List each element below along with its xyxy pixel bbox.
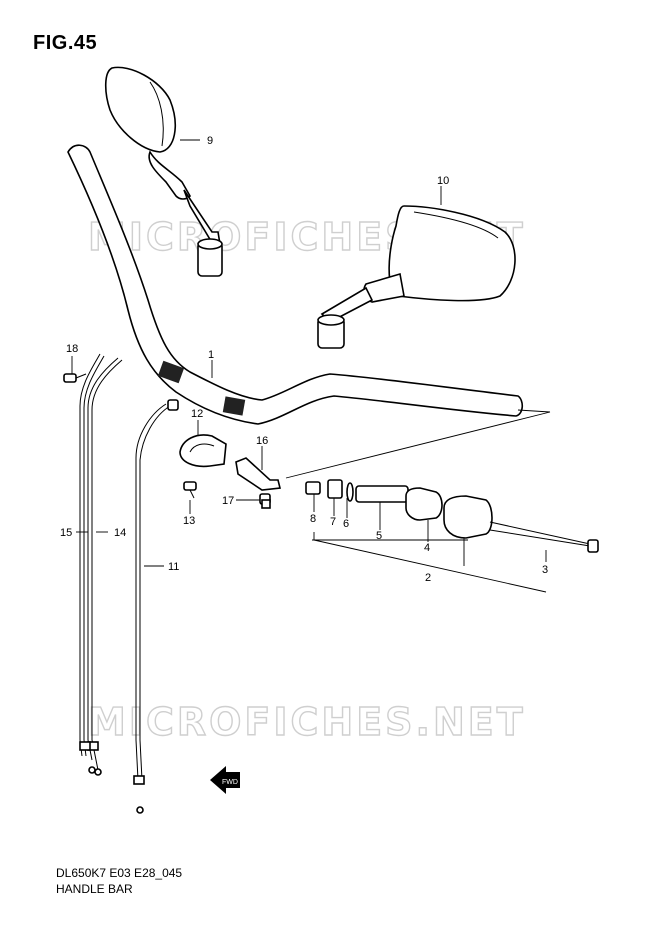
- callout-13: 13: [183, 515, 195, 527]
- part-16-bracket: [235, 457, 281, 491]
- callout-15: 15: [60, 527, 72, 539]
- callout-14: 14: [114, 527, 126, 539]
- part-9-left-mirror: [104, 66, 223, 277]
- callout-10: 10: [437, 175, 449, 187]
- part-5-weight: [355, 485, 409, 503]
- part-17-bolt: [259, 493, 271, 509]
- fwd-arrow-icon: FWD: [210, 766, 240, 794]
- part-4-weight: [405, 487, 443, 521]
- callout-17: 17: [222, 495, 234, 507]
- part-13-screw: [183, 481, 197, 499]
- callout-6: 6: [343, 518, 349, 530]
- handle-bar-grip-bands: [157, 360, 246, 416]
- part-12-clamp: [179, 434, 227, 468]
- callout-7: 7: [330, 516, 336, 528]
- part-1-handle-bar: [67, 144, 524, 425]
- callout-9: 9: [207, 135, 213, 147]
- callout-1: 1: [208, 349, 214, 361]
- callout-16: 16: [256, 435, 268, 447]
- part-11-clutch-cable: [133, 399, 179, 814]
- figure-title: FIG.45: [33, 32, 98, 54]
- callout-4: 4: [424, 542, 430, 554]
- callout-leaders: [71, 139, 547, 593]
- fwd-label: FWD: [222, 779, 238, 786]
- part-18-screw: [63, 373, 87, 383]
- part-3-long-bolt: [489, 521, 599, 553]
- part-6-washer: [346, 482, 354, 502]
- callout-2: 2: [425, 572, 431, 584]
- callout-5: 5: [376, 530, 382, 542]
- part-2-balancer: [443, 495, 493, 539]
- part-7-collar: [327, 479, 343, 499]
- figure-name: HANDLE BAR: [56, 882, 133, 896]
- callout-3: 3: [542, 564, 548, 576]
- part-10-right-mirror: [317, 205, 516, 349]
- part-14-15-throttle-cables: [79, 353, 123, 776]
- callout-12: 12: [191, 408, 203, 420]
- callout-11: 11: [168, 561, 179, 573]
- figure-code: DL650K7 E03 E28_045: [56, 866, 183, 880]
- watermark-bottom: MICROFICHES.NET: [88, 700, 526, 744]
- callout-18: 18: [66, 343, 78, 355]
- part-8-bolt: [305, 481, 321, 495]
- callout-8: 8: [310, 513, 316, 525]
